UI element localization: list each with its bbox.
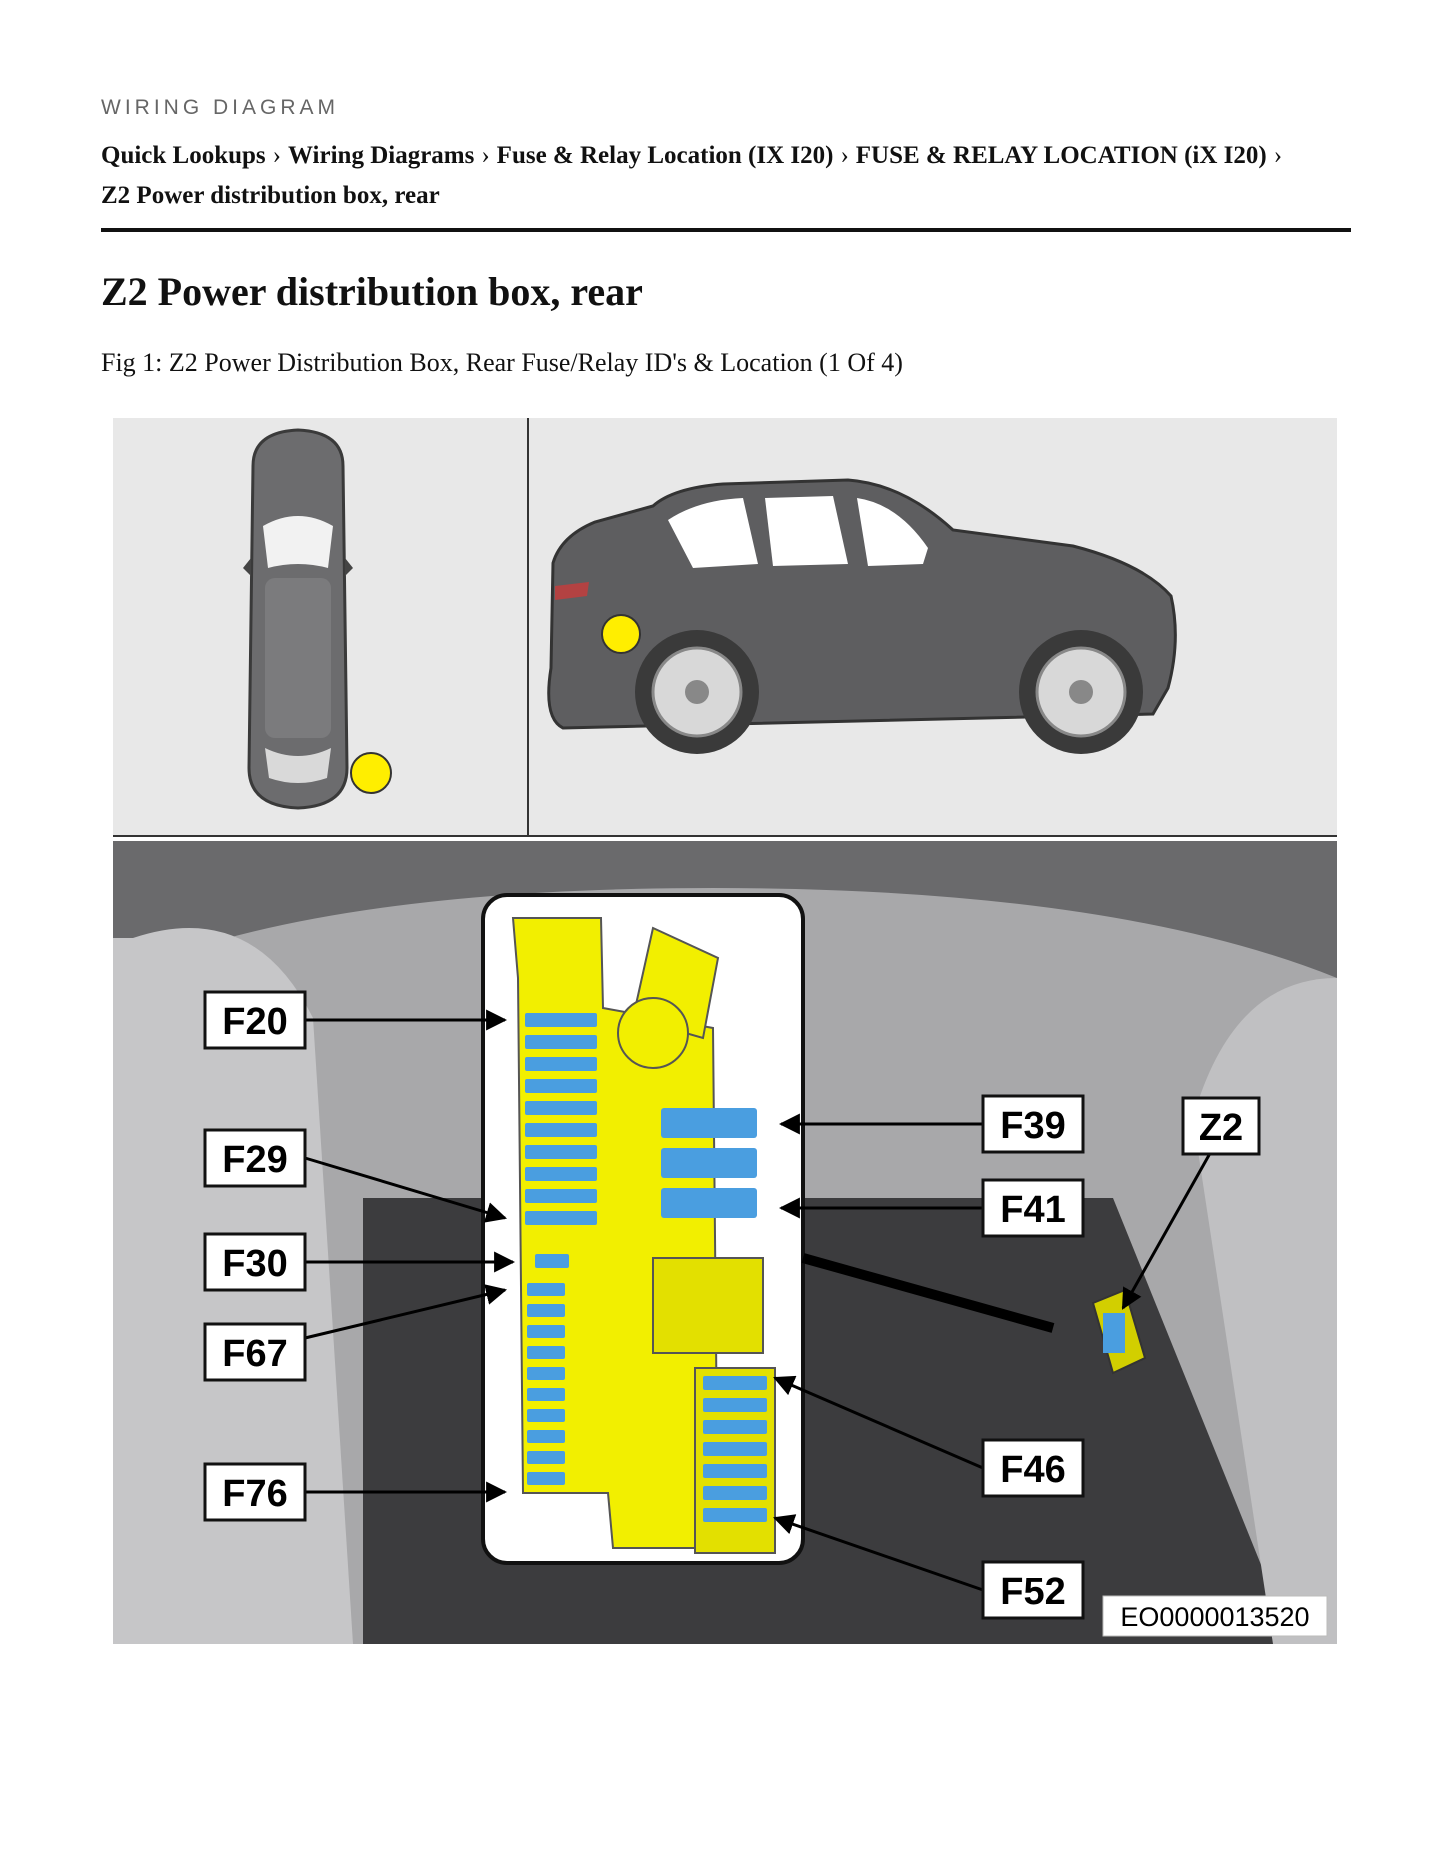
callout-f67: F67: [205, 1324, 305, 1380]
callout-f20: F20: [205, 992, 305, 1048]
z2-location-fuses: [1103, 1313, 1125, 1353]
breadcrumb-link-quick-lookups[interactable]: Quick Lookups: [101, 142, 266, 169]
callout-f41-label: F41: [1000, 1189, 1065, 1231]
callout-f67-label: F67: [222, 1333, 287, 1375]
callout-f30: F30: [205, 1234, 305, 1290]
callout-f52: F52: [983, 1562, 1083, 1618]
callout-f29-label: F29: [222, 1139, 287, 1181]
breadcrumb-separator: ›: [266, 142, 288, 169]
header-divider: [101, 228, 1351, 232]
callout-f52-label: F52: [1000, 1571, 1065, 1613]
image-code: EO0000013520: [1120, 1602, 1309, 1632]
fuse-location-diagram: F20 F29 F30 F67 F76 F39 F41 Z2: [113, 418, 1337, 1644]
callout-f30-label: F30: [222, 1243, 287, 1285]
location-marker-top: [351, 753, 391, 793]
callout-f39: F39: [983, 1096, 1083, 1152]
section-eyebrow: WIRING DIAGRAM: [101, 96, 339, 120]
page-title: Z2 Power distribution box, rear: [101, 268, 643, 315]
callout-f29: F29: [205, 1130, 305, 1186]
figure-caption: Fig 1: Z2 Power Distribution Box, Rear F…: [101, 348, 903, 378]
callout-f39-label: F39: [1000, 1105, 1065, 1147]
breadcrumb-separator: ›: [1267, 142, 1289, 169]
location-marker-side: [602, 615, 640, 653]
callout-z2: Z2: [1183, 1098, 1259, 1154]
callout-f76-label: F76: [222, 1473, 287, 1515]
breadcrumb-separator: ›: [474, 142, 496, 169]
breadcrumb-link-wiring-diagrams[interactable]: Wiring Diagrams: [288, 142, 474, 169]
breadcrumb-separator: ›: [833, 142, 855, 169]
callout-f46: F46: [983, 1440, 1083, 1496]
breadcrumb-link-fuse-relay-location-ix[interactable]: FUSE & RELAY LOCATION (iX I20): [856, 142, 1267, 169]
breadcrumb-current: Z2 Power distribution box, rear: [101, 182, 440, 209]
callout-f46-label: F46: [1000, 1449, 1065, 1491]
callout-f76: F76: [205, 1464, 305, 1520]
fuse-location-figure: F20 F29 F30 F67 F76 F39 F41 Z2: [113, 418, 1337, 1644]
callout-z2-label: Z2: [1199, 1107, 1243, 1149]
callout-f20-label: F20: [222, 1001, 287, 1043]
image-code-badge: EO0000013520: [1103, 1596, 1327, 1636]
breadcrumb-link-fuse-relay-location[interactable]: Fuse & Relay Location (IX I20): [497, 142, 834, 169]
breadcrumb: Quick Lookups›Wiring Diagrams›Fuse & Rel…: [101, 136, 1351, 216]
callout-f41: F41: [983, 1180, 1083, 1236]
